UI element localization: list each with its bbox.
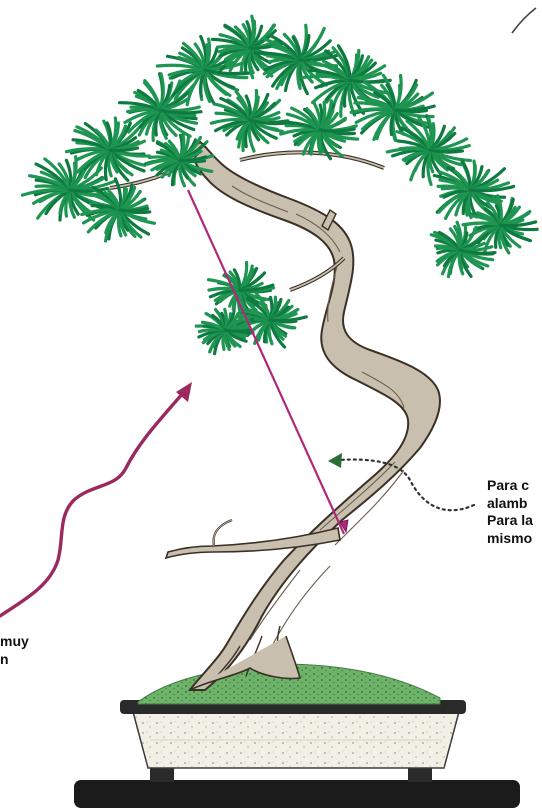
guy-wire xyxy=(188,190,344,534)
caption-right-line-3: Para la xyxy=(487,512,533,528)
curved-arrow-icon xyxy=(0,382,192,616)
needle-cluster xyxy=(211,91,288,152)
needle-cluster xyxy=(67,118,150,181)
bonsai-trunk xyxy=(190,142,440,690)
pine-foliage xyxy=(22,16,537,354)
caption-left: muy n xyxy=(0,633,46,668)
pot-stand xyxy=(74,780,520,808)
caption-left-line-2: n xyxy=(0,651,9,667)
caption-right-line-4: mismo xyxy=(487,530,532,546)
caption-right-line-2: alamb xyxy=(487,495,527,511)
needle-cluster xyxy=(280,101,357,159)
sketch-mark xyxy=(512,8,536,33)
bonsai-pot xyxy=(74,700,520,808)
needle-cluster xyxy=(431,222,495,276)
caption-right-line-1: Para c xyxy=(487,477,529,493)
caption-left-line-1: muy xyxy=(0,633,29,649)
needle-cluster xyxy=(82,179,155,241)
